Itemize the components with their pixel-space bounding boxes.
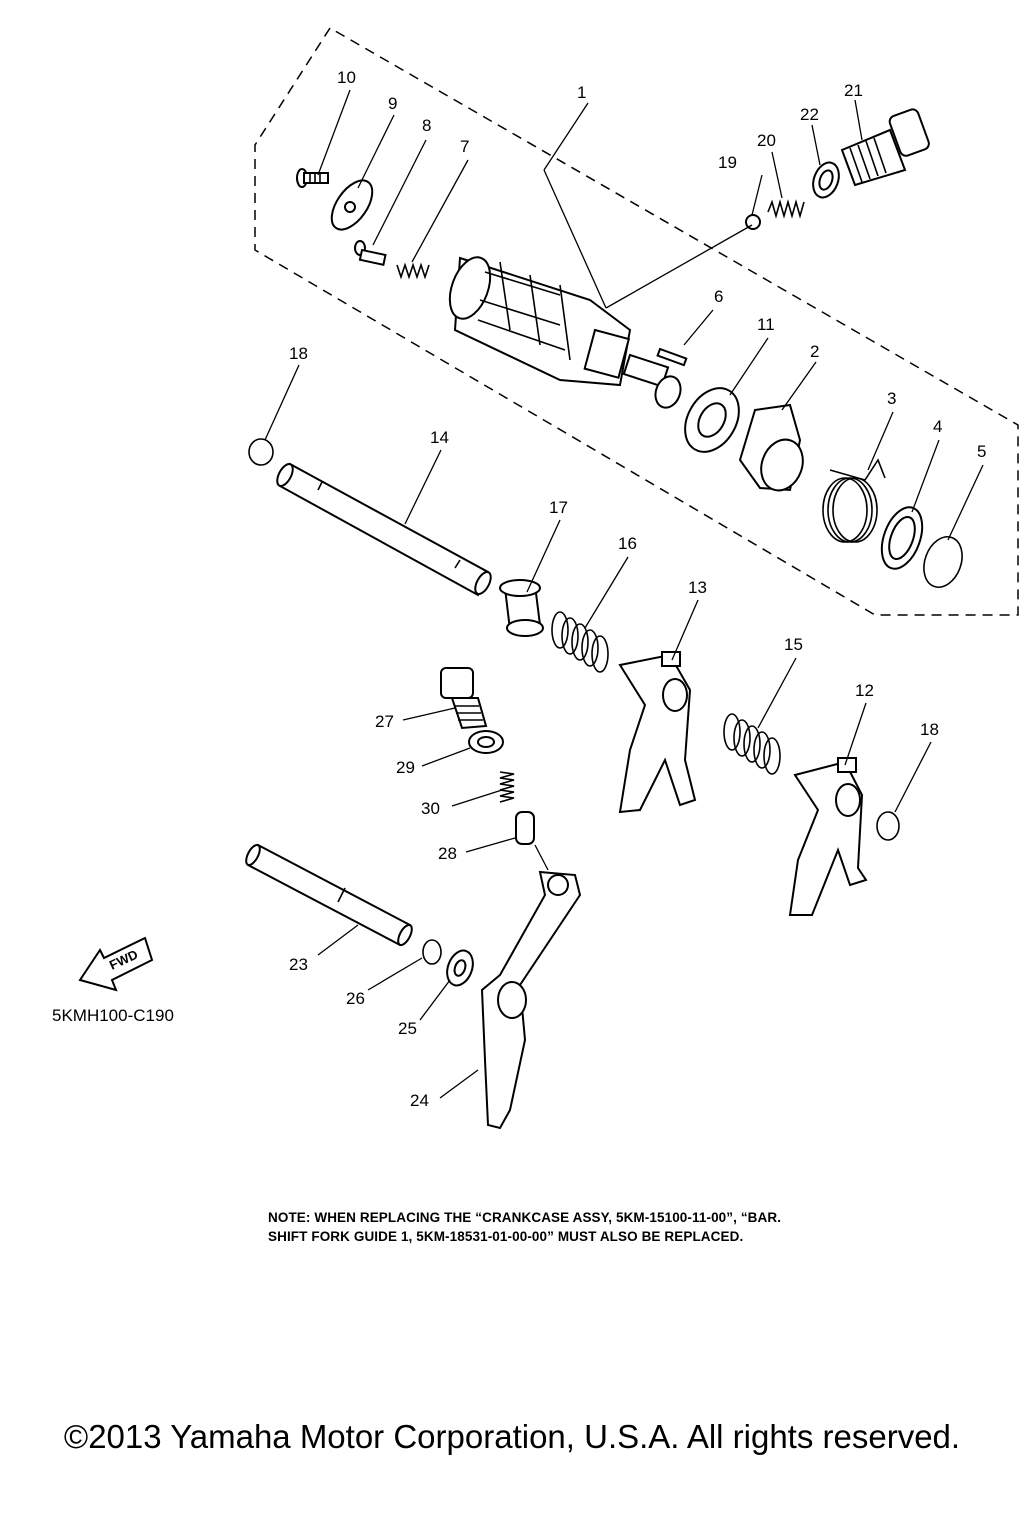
callout-20: 20 <box>757 131 776 150</box>
callout-1: 1 <box>577 83 586 102</box>
part-12-shift-fork <box>788 757 868 916</box>
callout-4: 4 <box>933 417 942 436</box>
part-20-spring <box>767 199 805 219</box>
callout-15: 15 <box>784 635 803 654</box>
callout-22: 22 <box>800 105 819 124</box>
callout-29: 29 <box>396 758 415 777</box>
part-2-segment <box>738 403 804 492</box>
part-9-plate <box>330 179 374 231</box>
part-7-spring <box>396 262 430 280</box>
callout-25: 25 <box>398 1019 417 1038</box>
note-line-2: SHIFT FORK GUIDE 1, 5KM-18531-01-00-00” … <box>268 1229 744 1244</box>
part-24-shift-fork <box>480 870 582 1130</box>
callout-26: 26 <box>346 989 365 1008</box>
callout-24: 24 <box>410 1091 429 1110</box>
part-25-washer <box>446 949 474 987</box>
part-16-spring <box>551 611 609 673</box>
part-21-plug-bolt <box>840 108 930 187</box>
assembly-boundary <box>254 26 1019 616</box>
part-10-screw <box>296 168 329 188</box>
part-13-shift-fork <box>618 651 697 814</box>
part-22-washer <box>812 161 840 199</box>
callout-10: 10 <box>337 68 356 87</box>
callout-18-upper: 18 <box>289 344 308 363</box>
part-27-bolt <box>440 667 488 730</box>
part-19-ball <box>745 214 761 230</box>
part-4-washer <box>880 506 924 570</box>
callout-11: 11 <box>757 315 775 334</box>
part-23-guide-bar <box>245 843 413 947</box>
part-8-pin <box>354 240 387 266</box>
part-6-pin <box>656 347 688 367</box>
callout-28: 28 <box>438 844 457 863</box>
callout-21: 21 <box>844 81 863 100</box>
figure-code: 5KMH100-C190 <box>52 1006 174 1025</box>
callout-7: 7 <box>460 137 469 156</box>
part-1-shift-drum <box>448 256 682 409</box>
callout-19: 19 <box>718 153 737 172</box>
note-line-1: NOTE: WHEN REPLACING THE “CRANKCASE ASSY… <box>268 1210 782 1225</box>
part-15-spring <box>723 713 781 775</box>
part-17-collar <box>499 579 544 637</box>
callout-18-lower: 18 <box>920 720 939 739</box>
callout-2: 2 <box>810 342 819 361</box>
part-11-washer <box>684 387 740 453</box>
fwd-arrow-icon: FWD <box>78 936 154 992</box>
callout-3: 3 <box>887 389 896 408</box>
part-30-spring <box>499 771 515 803</box>
part-28-plunger <box>515 811 535 845</box>
callout-16: 16 <box>618 534 637 553</box>
replacement-note: NOTE: WHEN REPLACING THE “CRANKCASE ASSY… <box>268 1208 908 1246</box>
copyright-notice: ©2013 Yamaha Motor Corporation, U.S.A. A… <box>63 1418 961 1455</box>
part-3-torsion-spring <box>822 458 886 543</box>
callout-23: 23 <box>289 955 308 974</box>
callout-6: 6 <box>714 287 723 306</box>
callout-13: 13 <box>688 578 707 597</box>
callout-labels: 1 2 3 4 5 6 7 8 9 10 11 12 13 14 15 16 1… <box>289 68 986 1110</box>
callout-8: 8 <box>422 116 431 135</box>
part-5-circlip <box>923 536 963 588</box>
part-18-circlip-upper <box>248 438 274 466</box>
callout-5: 5 <box>977 442 986 461</box>
leader-lines <box>264 89 984 1099</box>
part-26-circlip <box>422 939 442 965</box>
callout-27: 27 <box>375 712 394 731</box>
callout-12: 12 <box>855 681 874 700</box>
part-29-washer <box>468 730 504 754</box>
callout-30: 30 <box>421 799 440 818</box>
callout-14: 14 <box>430 428 449 447</box>
part-14-guide-bar <box>276 462 492 597</box>
callout-17: 17 <box>549 498 568 517</box>
part-18-circlip-lower <box>876 811 900 841</box>
callout-9: 9 <box>388 94 397 113</box>
